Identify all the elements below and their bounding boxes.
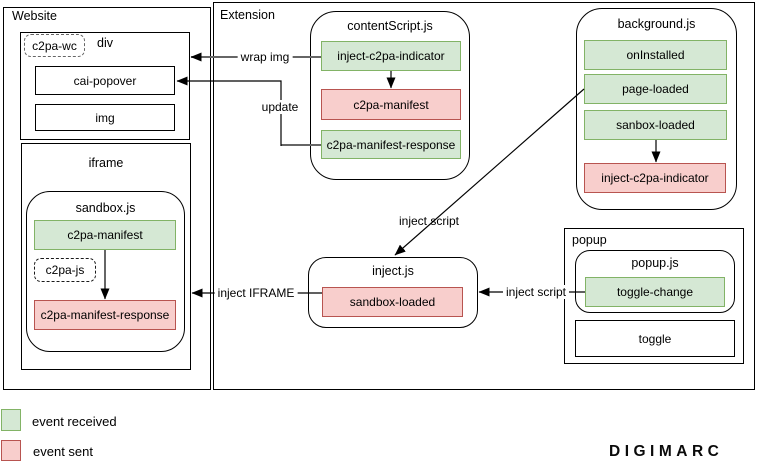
digimarc-logo: DIGIMARC — [609, 443, 724, 460]
toggle-node: toggle — [575, 320, 735, 357]
edge-label-inject-iframe: inject IFRAME — [214, 286, 298, 300]
website-group-title: Website — [12, 9, 57, 23]
website-group: Website div c2pa-wc cai-popover img ifra… — [3, 7, 211, 390]
event-toggle-change-received: toggle-change — [585, 277, 725, 307]
edge-label-wrap-img: wrap img — [237, 50, 293, 64]
popup-group-title: popup — [572, 233, 607, 247]
c2pa-wc-node: c2pa-wc — [24, 34, 85, 57]
event-inject-c2pa-indicator-received: inject-c2pa-indicator — [321, 41, 461, 71]
edge-label-inject-script-popup: inject script — [502, 285, 570, 299]
popup-js-title: popup.js — [631, 256, 679, 270]
event-inject-c2pa-indicator-sent: inject-c2pa-indicator — [584, 163, 726, 193]
content-script-title: contentScript.js — [347, 19, 433, 33]
edge-label-inject-script-background: inject script — [398, 214, 460, 228]
event-c2pa-manifest-sent: c2pa-manifest — [321, 89, 461, 120]
c2pa-js-node: c2pa-js — [34, 258, 96, 282]
event-c2pa-manifest-response-sent: c2pa-manifest-response — [34, 300, 176, 330]
inject-js-group: inject.js sandbox-loaded — [308, 257, 478, 328]
popup-js-group: popup.js toggle-change — [575, 250, 735, 313]
legend-label-received: event received — [32, 414, 117, 429]
img-node: img — [35, 104, 175, 131]
content-script-group: contentScript.js inject-c2pa-indicator c… — [310, 11, 470, 180]
event-c2pa-manifest-received: c2pa-manifest — [34, 220, 176, 250]
div-group-title: div — [97, 36, 113, 50]
iframe-group: iframe sandbox.js c2pa-manifest c2pa-js … — [21, 143, 191, 370]
event-sandbox-loaded-sent: sandbox-loaded — [322, 287, 463, 317]
legend-swatch-received — [1, 409, 21, 431]
event-oninstalled-received: onInstalled — [584, 40, 727, 70]
legend-swatch-sent — [1, 440, 21, 461]
event-sanbox-loaded-received: sanbox-loaded — [584, 110, 727, 140]
sandbox-js-title: sandbox.js — [75, 201, 136, 215]
cai-popover-node: cai-popover — [35, 66, 175, 95]
iframe-group-title: iframe — [88, 156, 124, 170]
edge-label-update: update — [258, 100, 302, 114]
background-title: background.js — [617, 17, 696, 31]
inject-js-title: inject.js — [372, 264, 414, 278]
legend-label-sent: event sent — [33, 444, 93, 459]
sandbox-js-group: sandbox.js c2pa-manifest c2pa-js c2pa-ma… — [26, 191, 185, 352]
event-c2pa-manifest-response-received: c2pa-manifest-response — [321, 130, 461, 159]
extension-group-title: Extension — [220, 8, 275, 22]
extension-group: Extension contentScript.js inject-c2pa-i… — [213, 2, 755, 390]
event-page-loaded-received: page-loaded — [584, 74, 727, 104]
popup-group: popup popup.js toggle-change toggle — [564, 228, 744, 364]
div-group: div c2pa-wc cai-popover img — [20, 32, 190, 140]
background-group: background.js onInstalled page-loaded sa… — [576, 8, 737, 210]
